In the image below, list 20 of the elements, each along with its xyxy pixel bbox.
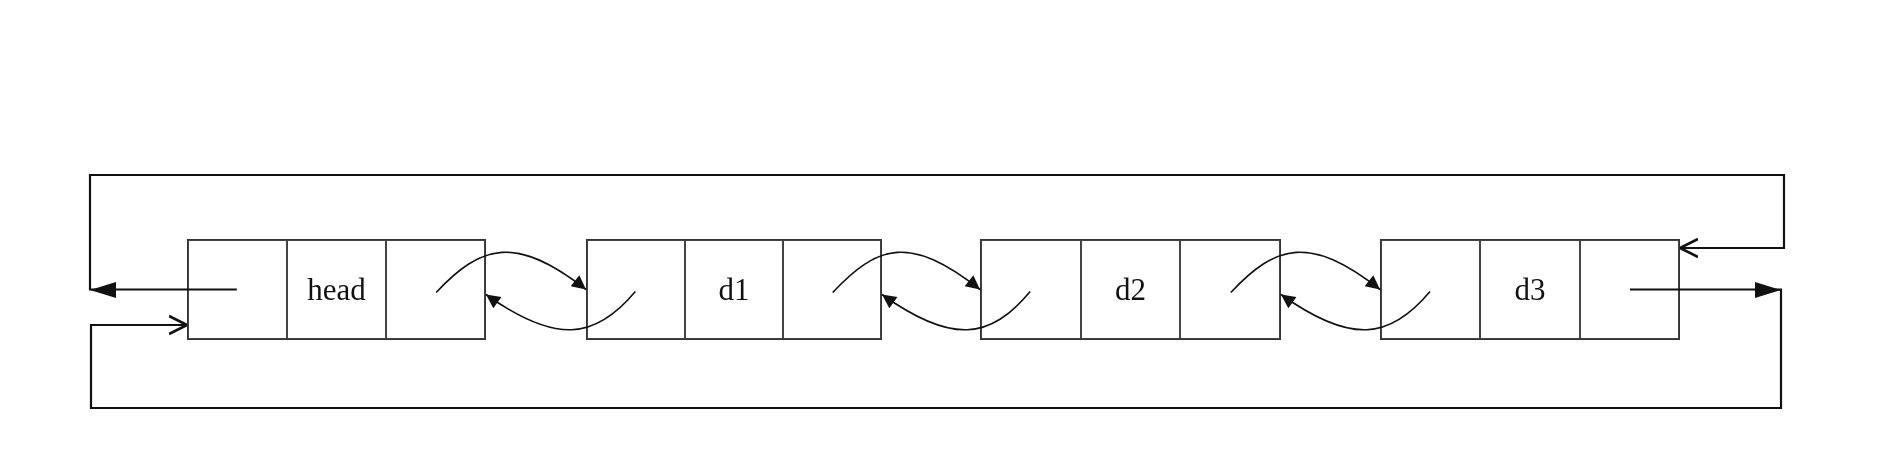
pointer-cell bbox=[981, 240, 1081, 339]
data-cell bbox=[1480, 240, 1580, 339]
data-cell bbox=[685, 240, 783, 339]
list-node-box bbox=[586, 239, 882, 340]
list-node-box bbox=[980, 239, 1281, 340]
list-node-box bbox=[1380, 239, 1680, 340]
data-cell bbox=[287, 240, 386, 339]
node-label: head bbox=[307, 271, 366, 308]
pointer-cell bbox=[587, 240, 685, 339]
node-label: d3 bbox=[1514, 271, 1546, 308]
pointer-cell bbox=[386, 240, 485, 339]
pointer-cell bbox=[1180, 240, 1280, 339]
pointer-cell bbox=[1579, 240, 1679, 339]
data-cell bbox=[1080, 240, 1181, 339]
node-label: d2 bbox=[1115, 271, 1146, 308]
pointer-cell bbox=[188, 240, 287, 339]
pointer-cell bbox=[783, 240, 881, 339]
pointer-cell bbox=[1381, 240, 1481, 339]
list-node-box bbox=[187, 239, 486, 340]
node-label: d1 bbox=[718, 271, 750, 308]
